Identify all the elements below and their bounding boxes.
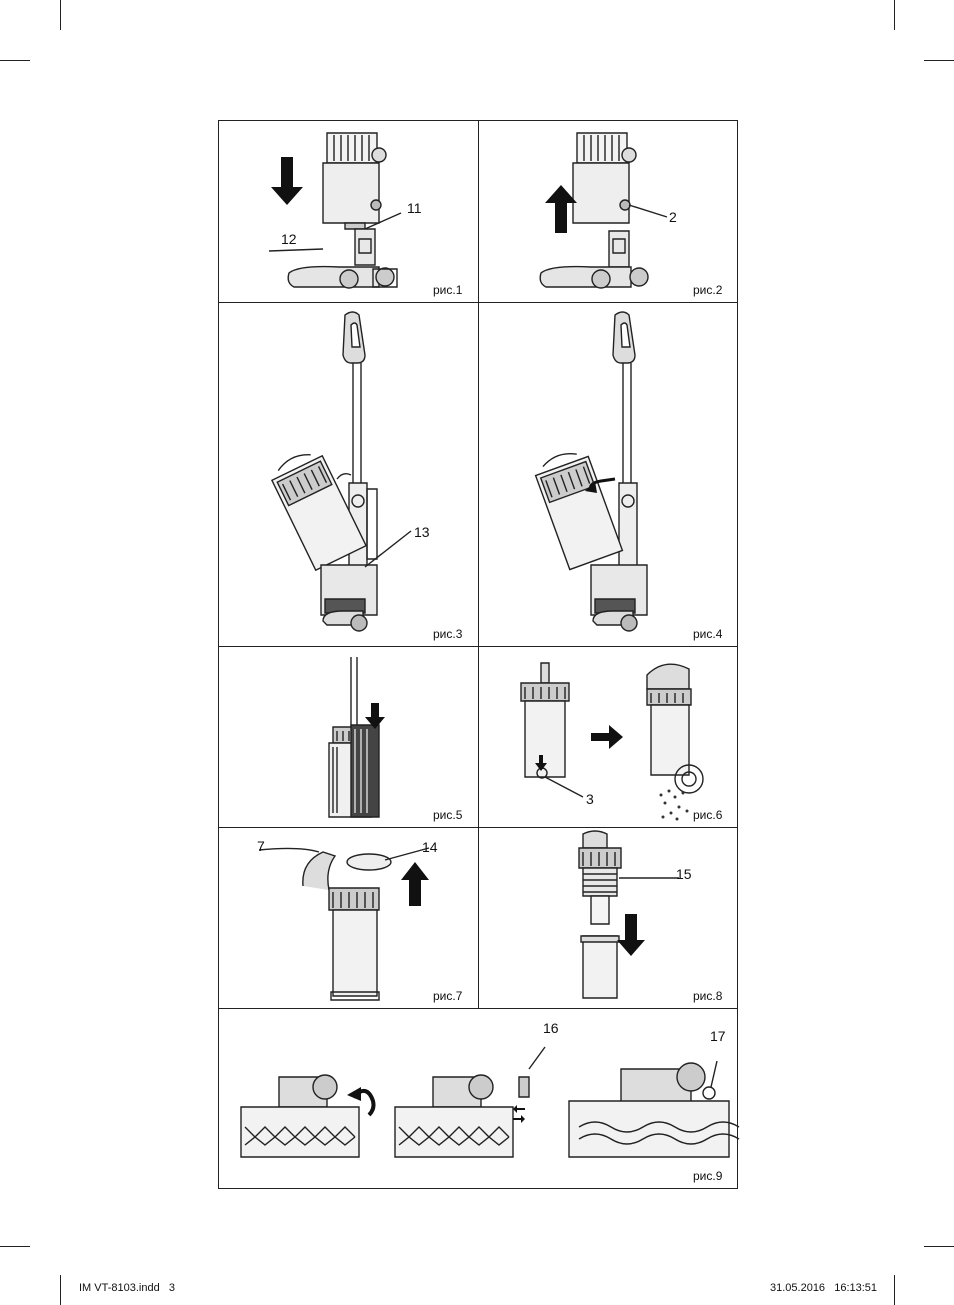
brush-cleaning-illustration: [240, 1046, 740, 1158]
dust-container-tilt-illustration: [270, 311, 412, 632]
figure-3: 13 рис.3: [219, 303, 478, 646]
crop-mark: [0, 60, 30, 61]
dust-empty-illustration: [520, 662, 704, 821]
callout-7: 7: [257, 838, 265, 854]
container-install-illustration: [328, 657, 385, 818]
figure-caption: рис.9: [693, 1169, 723, 1183]
dust-particles: [659, 789, 689, 821]
footer-timestamp: 31.05.2016 16:13:51: [770, 1282, 878, 1294]
crop-mark: [60, 0, 61, 30]
callout-11: 11: [407, 200, 422, 216]
callout-3: 3: [586, 791, 594, 807]
figure-9: 16 17 рис.9: [219, 1009, 740, 1190]
callout-12: 12: [281, 231, 297, 247]
figure-caption: рис.2: [693, 283, 723, 297]
figure-4: рис.4: [479, 303, 738, 646]
crop-mark: [894, 1275, 895, 1305]
figure-grid: 11 12 рис.1 2 рис.2: [218, 120, 740, 1190]
crop-mark: [60, 1275, 61, 1305]
figure-6: 3 рис.6: [479, 647, 738, 827]
vacuum-attach-illustration: [539, 132, 668, 289]
crop-mark: [924, 1246, 954, 1247]
figure-2: 2 рис.2: [479, 121, 738, 302]
figure-caption: рис.4: [693, 627, 723, 641]
filter-remove-illustration: [578, 830, 679, 999]
figure-caption: рис.5: [433, 808, 463, 822]
divider: [478, 121, 479, 1008]
callout-2: 2: [669, 209, 677, 225]
lid-open-illustration: [258, 847, 430, 1001]
vacuum-detach-illustration: [268, 132, 402, 289]
callout-13: 13: [414, 524, 430, 540]
dust-container-remove-illustration: [534, 311, 648, 632]
callout-16: 16: [543, 1020, 559, 1036]
callout-14: 14: [422, 839, 438, 855]
figure-caption: рис.6: [693, 808, 723, 822]
crop-mark: [924, 60, 954, 61]
figure-5: рис.5: [219, 647, 478, 827]
footer-file-name: IM VT-8103.indd 3: [79, 1282, 175, 1294]
figure-caption: рис.3: [433, 627, 463, 641]
figure-caption: рис.8: [693, 989, 723, 1003]
callout-15: 15: [676, 866, 692, 882]
figure-8: 15 рис.8: [479, 828, 738, 1008]
figure-caption: рис.1: [433, 283, 463, 297]
figure-1: 11 12 рис.1: [219, 121, 478, 302]
figure-7: 7 14 рис.7: [219, 828, 478, 1008]
divider: [219, 1008, 737, 1009]
crop-mark: [0, 1246, 30, 1247]
callout-17: 17: [710, 1028, 726, 1044]
figure-caption: рис.7: [433, 989, 463, 1003]
crop-mark: [894, 0, 895, 30]
